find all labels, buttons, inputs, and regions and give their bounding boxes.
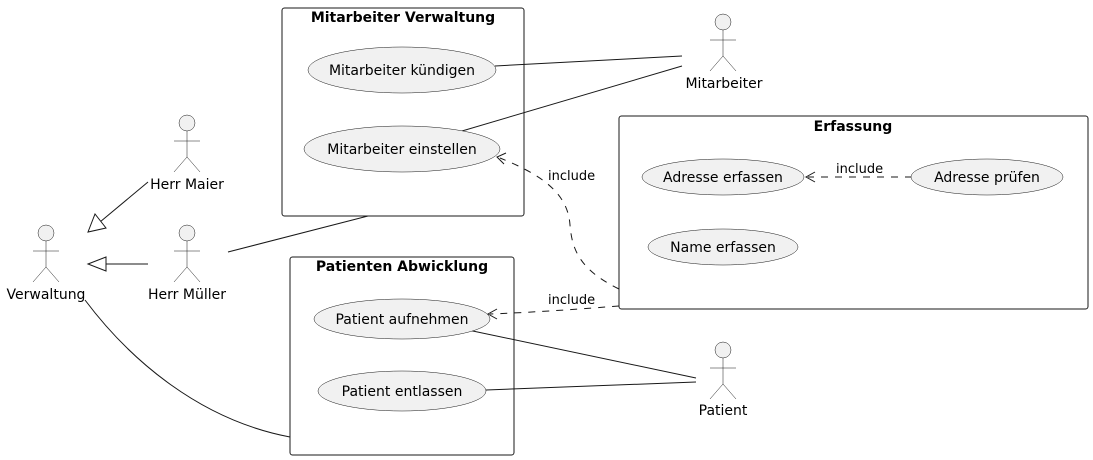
include-pruefen-erfassen: include [804, 162, 912, 183]
usecase-patient-aufnehmen-shape[interactable] [313, 298, 491, 340]
generalization-maier-arrowhead [87, 213, 107, 233]
actor-verwaltung[interactable]: Verwaltung [7, 224, 86, 303]
include-erfassung-einstellen-arrowhead [496, 152, 507, 165]
package-patienten-abwicklung: Patienten Abwicklung [289, 256, 515, 456]
usecase-patient-entlassen[interactable]: Patient entlassen [317, 370, 487, 412]
actor-patient-figure-icon [709, 341, 737, 400]
actor-mitarbeiter-head [714, 13, 732, 31]
assoc-kuendigen-mitarbeiter [494, 55, 683, 67]
actor-patient-body [709, 358, 737, 400]
package-mitarbeiter-verwaltung-frame [281, 7, 525, 217]
include-pruefen-erfassen-arrowhead [804, 171, 816, 183]
actor-herr-maier-figure-icon [173, 114, 201, 173]
actor-verwaltung-head [37, 224, 55, 242]
assoc-einstellen-mitarbeiter [461, 65, 683, 132]
actor-mitarbeiter[interactable]: Mitarbeiter [685, 13, 763, 92]
actor-verwaltung-label: Verwaltung [7, 287, 86, 303]
include-erfassung-aufnehmen-label: include [548, 293, 595, 308]
usecase-mitarbeiter-einstellen-shape[interactable] [303, 125, 501, 173]
usecase-adresse-pruefen-shape[interactable] [910, 158, 1064, 196]
generalization-mueller-verwaltung [86, 256, 148, 272]
actor-herr-maier-body [173, 131, 201, 173]
generalization-mueller-arrowhead [86, 256, 107, 272]
actor-verwaltung-body [32, 241, 60, 283]
actor-herr-mueller-head [178, 224, 196, 242]
package-erfassung-title: Erfassung [814, 119, 893, 135]
assoc-verwaltung-patienten-abwicklung [84, 299, 291, 438]
actor-mitarbeiter-body [709, 30, 737, 72]
package-erfassung: Erfassung [618, 115, 1089, 310]
usecase-mitarbeiter-kuendigen-label: Mitarbeiter kündigen [329, 63, 475, 79]
include-erfassung-aufnehmen: include [486, 293, 620, 320]
usecase-mitarbeiter-einstellen[interactable]: Mitarbeiter einstellen [303, 125, 501, 173]
actor-herr-mueller[interactable]: Herr Müller [148, 224, 226, 303]
usecase-patient-entlassen-label: Patient entlassen [342, 384, 463, 400]
usecase-patient-entlassen-shape[interactable] [317, 370, 487, 412]
usecase-mitarbeiter-einstellen-label: Mitarbeiter einstellen [327, 142, 477, 158]
usecase-name-erfassen-shape[interactable] [647, 228, 799, 266]
include-erfassung-einstellen-line [499, 157, 620, 290]
actor-patient-head [714, 341, 732, 359]
actor-herr-mueller-body [173, 241, 201, 283]
actor-herr-mueller-label: Herr Müller [148, 287, 226, 303]
actor-herr-mueller-figure-icon [173, 224, 201, 283]
usecase-adresse-erfassen-shape[interactable] [641, 158, 805, 196]
actor-mitarbeiter-figure-icon [709, 13, 737, 72]
actor-mitarbeiter-label: Mitarbeiter [685, 76, 762, 92]
include-pruefen-erfassen-label: include [836, 162, 883, 177]
usecase-adresse-erfassen[interactable]: Adresse erfassen [641, 158, 805, 196]
include-erfassung-einstellen: include [496, 152, 620, 290]
usecase-patient-aufnehmen-label: Patient aufnehmen [335, 312, 468, 328]
usecase-adresse-pruefen-label: Adresse prüfen [934, 170, 1040, 186]
usecase-adresse-pruefen[interactable]: Adresse prüfen [910, 158, 1064, 196]
actor-herr-maier-head [178, 114, 196, 132]
assoc-mueller-mitarbeiter-verwaltung [227, 215, 369, 253]
include-erfassung-aufnehmen-line [489, 305, 620, 315]
usecase-mitarbeiter-kuendigen-shape[interactable] [307, 46, 497, 94]
package-mitarbeiter-verwaltung: Mitarbeiter Verwaltung [281, 7, 525, 217]
include-erfassung-einstellen-label: include [548, 169, 595, 184]
usecase-name-erfassen-label: Name erfassen [670, 240, 776, 256]
include-erfassung-aufnehmen-arrowhead [486, 308, 498, 320]
package-patienten-abwicklung-title: Patienten Abwicklung [316, 259, 488, 275]
usecase-adresse-erfassen-label: Adresse erfassen [663, 170, 783, 186]
actor-patient[interactable]: Patient [699, 341, 748, 419]
package-patienten-abwicklung-frame [289, 256, 515, 456]
actor-verwaltung-figure-icon [32, 224, 60, 283]
usecase-patient-aufnehmen[interactable]: Patient aufnehmen [313, 298, 491, 340]
assoc-entlassen-patient [485, 381, 697, 391]
actor-patient-label: Patient [699, 403, 748, 419]
generalization-maier-verwaltung [87, 181, 149, 233]
usecase-name-erfassen[interactable]: Name erfassen [647, 228, 799, 266]
actor-herr-maier-label: Herr Maier [150, 177, 224, 193]
assoc-aufnehmen-patient [467, 329, 697, 379]
package-erfassung-frame [618, 115, 1089, 310]
package-mitarbeiter-verwaltung-title: Mitarbeiter Verwaltung [311, 10, 495, 26]
actor-herr-maier[interactable]: Herr Maier [150, 114, 224, 193]
usecase-mitarbeiter-kuendigen[interactable]: Mitarbeiter kündigen [307, 46, 497, 94]
generalization-maier-line [99, 181, 149, 223]
